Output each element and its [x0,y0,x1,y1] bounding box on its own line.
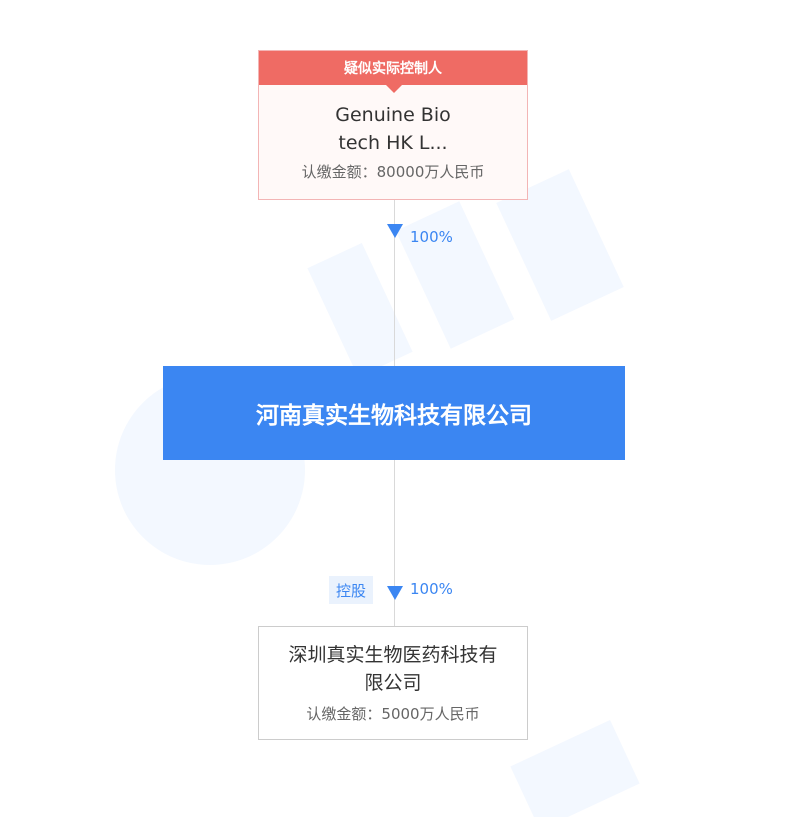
controller-name[interactable]: Genuine Bio tech HK L... [259,101,527,157]
company-node[interactable]: 河南真实生物科技有限公司 [163,366,625,460]
subsidiary-name-line2: 限公司 [364,672,422,694]
controller-name-line2: tech HK L... [338,132,448,154]
subsidiary-node[interactable]: 深圳真实生物医药科技有 限公司 认缴金额：5000万人民币 [258,626,528,740]
controller-name-line1: Genuine Bio [335,104,451,126]
subsidiary-amount: 认缴金额：5000万人民币 [306,705,480,723]
connector-line-bottom [394,460,395,626]
connector-line-top [394,200,395,366]
top-edge-percent: 100% [410,228,453,246]
holding-tag: 控股 [329,576,373,604]
subsidiary-name[interactable]: 深圳真实生物医药科技有 限公司 [259,641,527,697]
subsidiary-name-line1: 深圳真实生物医药科技有 [288,644,498,666]
arrow-down-icon [387,586,403,600]
bottom-edge-percent: 100% [410,580,453,598]
controller-node[interactable]: 疑似实际控制人 Genuine Bio tech HK L... 认缴金额：80… [258,50,528,200]
badge-pointer-icon [386,85,402,93]
company-name: 河南真实生物科技有限公司 [256,403,532,429]
controller-badge: 疑似实际控制人 [259,51,527,93]
arrow-down-icon [387,224,403,238]
controller-badge-label: 疑似实际控制人 [344,61,442,77]
controller-amount: 认缴金额：80000万人民币 [301,163,485,181]
